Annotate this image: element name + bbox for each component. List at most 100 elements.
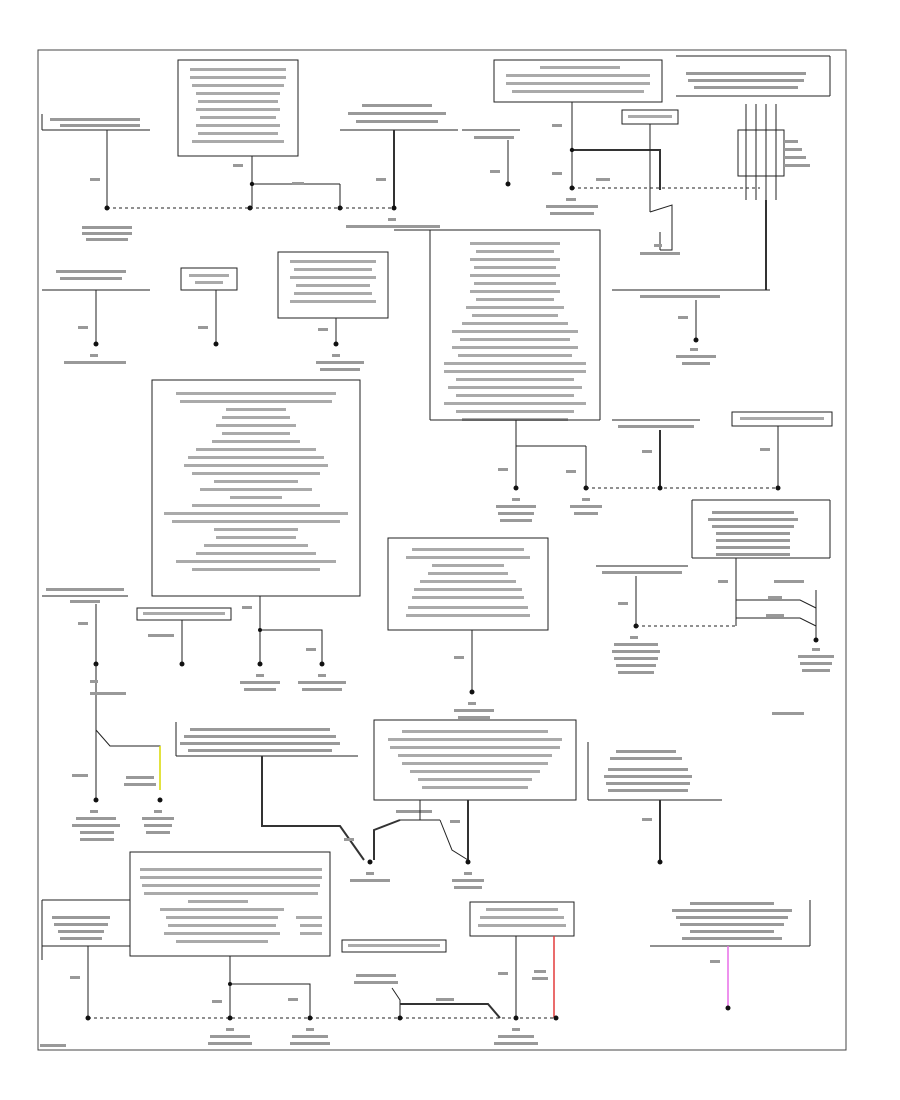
ground-label: [240, 674, 346, 691]
wire-color-label: [306, 648, 316, 651]
component-label-top-right: [676, 55, 831, 97]
module-text-lines: [190, 68, 286, 143]
wire-color-label: [318, 328, 328, 331]
module-text-lines: [164, 392, 348, 571]
ground-point: [657, 859, 663, 865]
component-label-body-control: [587, 742, 722, 801]
wire-color-label: [618, 602, 628, 605]
wire-color-label: [566, 470, 576, 473]
ground-label: [640, 244, 680, 255]
wire-color-label: [710, 960, 720, 963]
wire-color-label: [78, 622, 88, 625]
wire-color-label: [490, 170, 500, 173]
ground-point: [213, 341, 219, 347]
wire-color-label: [72, 774, 88, 777]
ground-point: [513, 1015, 519, 1021]
wire-color-label: [454, 656, 464, 659]
ground-point: [319, 661, 325, 667]
wire-color-label: [436, 998, 454, 1001]
switch-symbol: [736, 599, 817, 609]
switch-symbol: [736, 617, 817, 627]
wire-color-label: [396, 810, 432, 813]
ground-point: [465, 859, 471, 865]
component-label-climate-control: [650, 900, 811, 947]
splice-point: [397, 1015, 403, 1021]
wire-color-label: [376, 178, 386, 181]
wire-color-label: [78, 326, 88, 329]
wire-color-label: [760, 448, 770, 451]
wire-color-label: [532, 970, 548, 980]
wire-color-label: [450, 820, 460, 823]
connector-label: [82, 226, 132, 241]
ground-point: [257, 661, 263, 667]
diagram-reference-code: [772, 712, 804, 715]
wire-color-label: [70, 976, 80, 979]
wire-color-label: [596, 178, 610, 181]
wire-color-label: [552, 124, 562, 127]
wire-color-label: [292, 182, 304, 185]
component-label-center-top: [340, 104, 458, 131]
ground-label: [350, 872, 484, 889]
splice-point: [258, 628, 262, 632]
component-box-brake: [180, 267, 238, 291]
wire-color-label: [718, 580, 728, 583]
component-label-theft-deterrent: [691, 499, 831, 559]
module-text-lines: [290, 260, 376, 303]
ground-point: [469, 689, 475, 695]
wire-color-label: [344, 838, 354, 841]
connector-block-right: [737, 104, 810, 200]
ground-label: [454, 702, 494, 719]
component-text: [189, 274, 229, 277]
wire-color-label: [242, 606, 252, 609]
wire-segment: [439, 819, 469, 861]
ground-label: [208, 1028, 538, 1045]
wire-segment: [572, 149, 661, 190]
component-label-electric-power-steering: [42, 270, 150, 291]
wire-color-label: [148, 634, 174, 637]
component-label-transmission-control-module: [41, 899, 130, 960]
wire-color-label: [90, 178, 100, 181]
diagram-footer-code: [40, 1044, 66, 1047]
component-label-transmission-assembly: [596, 565, 688, 574]
module-text-lines: [478, 908, 566, 927]
wire-color-label: [288, 998, 298, 1001]
splice-point: [228, 982, 232, 986]
splice-point: [391, 205, 397, 211]
wire-color-label: [233, 164, 243, 167]
ground-label: [316, 354, 364, 371]
wire-segment: [261, 756, 365, 861]
wire-color-label: [642, 818, 652, 821]
ground-label: [64, 354, 126, 364]
splice-point: [775, 485, 781, 491]
wire-segment: [230, 983, 311, 1018]
component-label-right-front-seat: [612, 289, 770, 298]
wire-color-label: [766, 580, 804, 617]
ground-point: [93, 341, 99, 347]
component-label-headlamp-level: [175, 722, 358, 757]
splice-point: [104, 205, 110, 211]
ground-point: [179, 661, 185, 667]
ground-point: [227, 1015, 233, 1021]
ground-label: [612, 636, 834, 674]
module-text-lines: [140, 868, 322, 943]
ground-point: [367, 859, 373, 865]
component-text: [143, 612, 225, 615]
wire-segment: [394, 229, 601, 420]
connector-label: [546, 198, 598, 215]
wire-segment: [400, 1003, 501, 1019]
ground-point: [725, 1005, 731, 1011]
wire-color-label: [678, 316, 688, 319]
module-text-lines: [388, 730, 562, 789]
wire-color-label: [498, 972, 508, 975]
wire-segment: [373, 819, 401, 860]
ground-label: [676, 348, 716, 365]
component-text: [740, 417, 824, 420]
diagram-border: [37, 49, 847, 1051]
wire-color-label: [552, 172, 562, 175]
splice-point: [657, 485, 663, 491]
module-text-lines: [406, 548, 530, 617]
wire-segment: [391, 987, 401, 1018]
switch-symbol: [649, 204, 673, 251]
component-label-small: [462, 129, 520, 139]
